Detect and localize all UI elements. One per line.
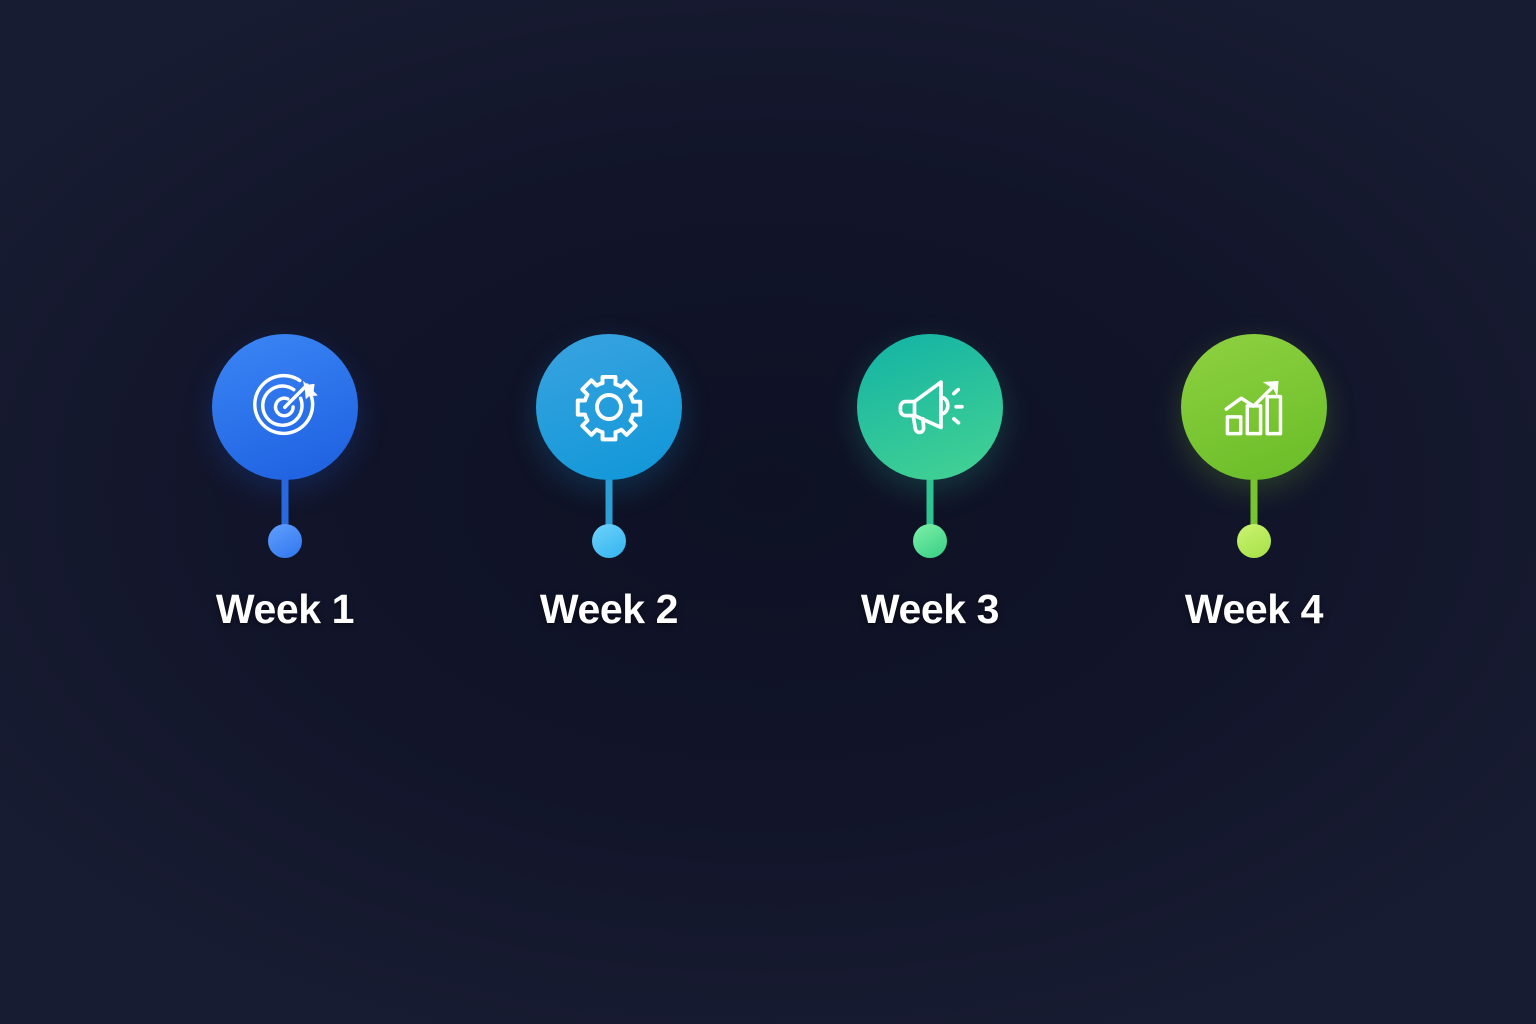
milestone-stem	[281, 476, 289, 541]
milestone-stem	[926, 476, 934, 541]
milestone-bubble[interactable]	[212, 334, 358, 480]
milestone-dot[interactable]	[1237, 524, 1271, 558]
milestone-label: Week 4	[1184, 586, 1324, 632]
milestone-label: Week 2	[539, 586, 679, 632]
axis-arrowhead	[1378, 517, 1422, 565]
gear-icon	[575, 374, 643, 442]
milestone-label: Week 3	[860, 586, 1000, 632]
milestone-bubble[interactable]	[536, 334, 682, 480]
milestone-stem	[605, 476, 613, 541]
milestone-dot[interactable]	[268, 524, 302, 558]
milestone-dot[interactable]	[913, 524, 947, 558]
target-icon	[253, 373, 318, 436]
milestone-stem	[1250, 476, 1258, 541]
milestone-dot[interactable]	[592, 524, 626, 558]
growth-chart-icon	[1224, 380, 1283, 436]
milestone-label: Week 1	[215, 586, 355, 632]
megaphone-icon	[898, 380, 964, 435]
milestone-bubble[interactable]	[1181, 334, 1327, 480]
milestone-bubble[interactable]	[857, 334, 1003, 480]
